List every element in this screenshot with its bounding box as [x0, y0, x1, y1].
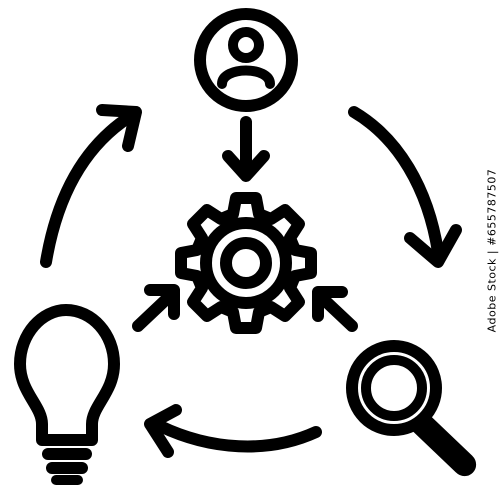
gear-icon	[175, 192, 317, 334]
cycle-arrow-icon	[40, 104, 142, 268]
cycle-arrow-icon	[144, 404, 322, 458]
up-left-arrow-icon	[312, 286, 358, 332]
magnifying-glass-icon	[346, 340, 477, 477]
watermark-strip: Adobe Stock | #655787507	[484, 0, 500, 500]
lightbulb-icon	[14, 304, 120, 485]
cycle-arrow-icon	[348, 106, 462, 268]
user-circle-icon	[194, 8, 298, 112]
stock-watermark-text: Adobe Stock | #655787507	[485, 168, 499, 332]
up-right-arrow-icon	[132, 284, 180, 332]
down-arrow-icon	[222, 116, 270, 182]
